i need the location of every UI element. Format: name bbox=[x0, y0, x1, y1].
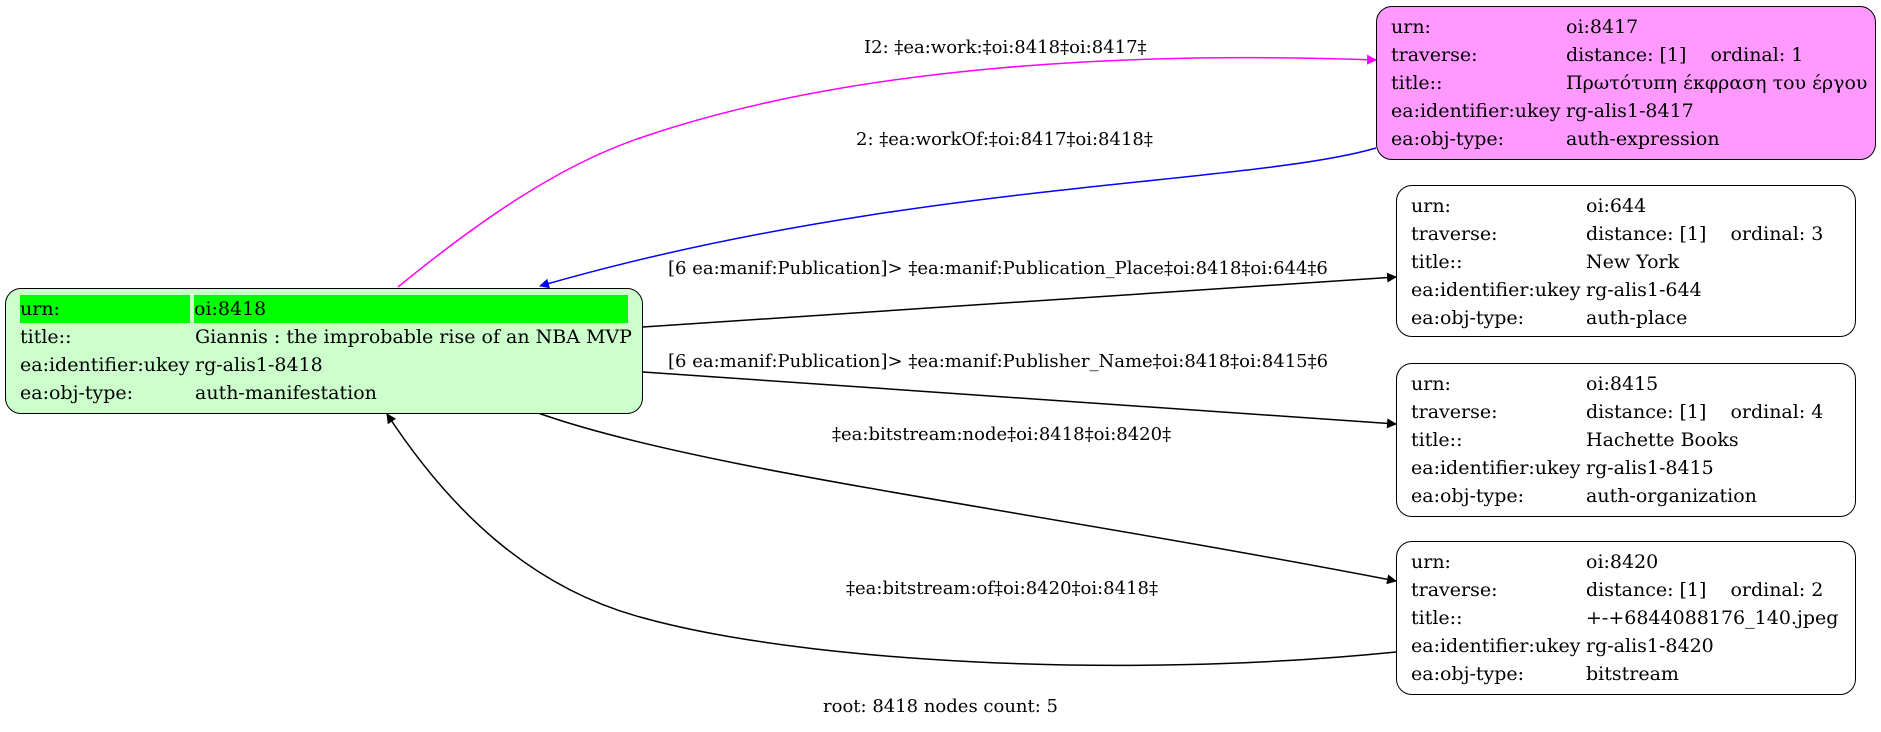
node-key: urn: bbox=[1391, 16, 1431, 38]
node-key: traverse: bbox=[1391, 44, 1478, 66]
node-row-ukey: ea:identifier:ukey rg-alis1-644 bbox=[1411, 276, 1841, 304]
node-value-distance: distance: [1] bbox=[1566, 44, 1687, 66]
edge-bitstream-node-arrow bbox=[537, 412, 1397, 585]
node-row-urn: urn: oi:8417 bbox=[1391, 13, 1861, 41]
node-row-type: ea:obj-type: auth-place bbox=[1411, 304, 1841, 332]
node-key: ea:obj-type: bbox=[20, 382, 134, 404]
node-root-8418[interactable]: urn: oi:8418 title:: Giannis : the impro… bbox=[5, 288, 643, 414]
node-row-traverse: traverse: distance: [1] ordinal: 3 bbox=[1411, 220, 1841, 248]
node-value-ukey: rg-alis1-644 bbox=[1586, 279, 1702, 301]
node-value-type: auth-organization bbox=[1586, 485, 1757, 507]
node-row-type: ea:obj-type: bitstream bbox=[1411, 660, 1841, 688]
node-key: title:: bbox=[1391, 72, 1443, 94]
node-value-title: Πρωτότυπη έκφραση του έργου bbox=[1566, 72, 1868, 94]
edge-label-bitstream-node: ‡ea:bitstream:node‡oi:8418‡oi:8420‡ bbox=[832, 424, 1172, 445]
edge-label-place: [6 ea:manif:Publication]> ‡ea:manif:Publ… bbox=[668, 258, 1328, 279]
node-key: urn: bbox=[1411, 373, 1451, 395]
node-value-ordinal: ordinal: 4 bbox=[1730, 401, 1824, 423]
node-value-ukey: rg-alis1-8417 bbox=[1566, 100, 1694, 122]
node-row-title: title:: +-+6844088176_140.jpeg bbox=[1411, 604, 1841, 632]
node-key: ea:identifier:ukey bbox=[1411, 457, 1581, 479]
node-key: urn: bbox=[20, 295, 190, 323]
node-row-traverse: traverse: distance: [1] ordinal: 1 bbox=[1391, 41, 1861, 69]
edge-label-publisher: [6 ea:manif:Publication]> ‡ea:manif:Publ… bbox=[668, 351, 1329, 372]
edge-label-workOf: 2: ‡ea:workOf:‡oi:8417‡oi:8418‡ bbox=[856, 129, 1153, 150]
graph-footer: root: 8418 nodes count: 5 bbox=[823, 696, 1058, 717]
node-value-ukey: rg-alis1-8415 bbox=[1586, 457, 1714, 479]
node-value-ordinal: ordinal: 3 bbox=[1730, 223, 1824, 245]
node-value-title: Hachette Books bbox=[1586, 429, 1739, 451]
node-value-urn: oi:644 bbox=[1586, 195, 1647, 217]
node-key: ea:identifier:ukey bbox=[1391, 100, 1561, 122]
node-value-type: auth-manifestation bbox=[195, 382, 377, 404]
node-row-title: title:: Giannis : the improbable rise of… bbox=[20, 323, 632, 351]
node-row-type: ea:obj-type: auth-expression bbox=[1391, 125, 1861, 153]
node-key: ea:obj-type: bbox=[1411, 307, 1525, 329]
node-key: ea:identifier:ukey bbox=[1411, 279, 1581, 301]
node-8415[interactable]: urn: oi:8415 traverse: distance: [1] ordi… bbox=[1396, 363, 1856, 517]
node-value-ordinal: ordinal: 2 bbox=[1730, 579, 1824, 601]
node-value-type: auth-place bbox=[1586, 307, 1688, 329]
node-row-ukey: ea:identifier:ukey rg-alis1-8415 bbox=[1411, 454, 1841, 482]
node-row-title: title:: Hachette Books bbox=[1411, 426, 1841, 454]
node-key: ea:obj-type: bbox=[1411, 485, 1525, 507]
node-row-urn: urn: oi:644 bbox=[1411, 192, 1841, 220]
node-value-title: +-+6844088176_140.jpeg bbox=[1586, 607, 1839, 629]
edge-bitstream-of-arrow bbox=[386, 413, 1397, 667]
node-value-urn: oi:8420 bbox=[1586, 551, 1659, 573]
node-key: traverse: bbox=[1411, 401, 1498, 423]
edge-publisher-arrow bbox=[642, 371, 1397, 429]
node-key: title:: bbox=[1411, 429, 1463, 451]
node-value-urn: oi:8417 bbox=[1566, 16, 1639, 38]
node-row-traverse: traverse: distance: [1] ordinal: 4 bbox=[1411, 398, 1841, 426]
node-key: urn: bbox=[1411, 195, 1451, 217]
node-key: ea:identifier:ukey bbox=[20, 354, 190, 376]
node-key: ea:obj-type: bbox=[1391, 128, 1505, 150]
node-value-title: Giannis : the improbable rise of an NBA … bbox=[195, 326, 632, 348]
node-value-urn: oi:8418 bbox=[194, 295, 628, 323]
node-key: traverse: bbox=[1411, 579, 1498, 601]
node-8417[interactable]: urn: oi:8417 traverse: distance: [1] ordi… bbox=[1376, 6, 1876, 160]
node-value-title: New York bbox=[1586, 251, 1680, 273]
node-value-ukey: rg-alis1-8418 bbox=[195, 354, 323, 376]
node-row-traverse: traverse: distance: [1] ordinal: 2 bbox=[1411, 576, 1841, 604]
node-key: title:: bbox=[20, 326, 72, 348]
edge-place-arrow bbox=[642, 272, 1397, 328]
node-row-urn: urn: oi:8420 bbox=[1411, 548, 1841, 576]
node-key: title:: bbox=[1411, 607, 1463, 629]
node-row-urn: urn: oi:8418 bbox=[20, 295, 628, 323]
node-key: ea:identifier:ukey bbox=[1411, 635, 1581, 657]
node-value-urn: oi:8415 bbox=[1586, 373, 1659, 395]
edge-work-arrow bbox=[397, 54, 1377, 288]
node-value-type: bitstream bbox=[1586, 663, 1679, 685]
node-row-ukey: ea:identifier:ukey rg-alis1-8420 bbox=[1411, 632, 1841, 660]
node-8420[interactable]: urn: oi:8420 traverse: distance: [1] ordi… bbox=[1396, 541, 1856, 695]
node-value-distance: distance: [1] bbox=[1586, 579, 1707, 601]
node-644[interactable]: urn: oi:644 traverse: distance: [1] ordin… bbox=[1396, 185, 1856, 337]
node-row-title: title:: Πρωτότυπη έκφραση του έργου bbox=[1391, 69, 1867, 97]
node-row-ukey: ea:identifier:ukey rg-alis1-8418 bbox=[20, 351, 628, 379]
node-key: title:: bbox=[1411, 251, 1463, 273]
node-key: ea:obj-type: bbox=[1411, 663, 1525, 685]
node-key: traverse: bbox=[1411, 223, 1498, 245]
node-row-ukey: ea:identifier:ukey rg-alis1-8417 bbox=[1391, 97, 1861, 125]
node-row-type: ea:obj-type: auth-manifestation bbox=[20, 379, 628, 407]
node-value-ukey: rg-alis1-8420 bbox=[1586, 635, 1714, 657]
edge-label-work: I2: ‡ea:work:‡oi:8418‡oi:8417‡ bbox=[864, 37, 1147, 58]
node-row-urn: urn: oi:8415 bbox=[1411, 370, 1841, 398]
edge-label-bitstream-of: ‡ea:bitstream:of‡oi:8420‡oi:8418‡ bbox=[846, 578, 1158, 599]
node-row-type: ea:obj-type: auth-organization bbox=[1411, 482, 1841, 510]
node-row-title: title:: New York bbox=[1411, 248, 1841, 276]
node-key: urn: bbox=[1411, 551, 1451, 573]
node-value-distance: distance: [1] bbox=[1586, 401, 1707, 423]
node-value-type: auth-expression bbox=[1566, 128, 1720, 150]
edge-workOf-arrow bbox=[539, 147, 1377, 289]
node-value-ordinal: ordinal: 1 bbox=[1710, 44, 1804, 66]
node-value-distance: distance: [1] bbox=[1586, 223, 1707, 245]
